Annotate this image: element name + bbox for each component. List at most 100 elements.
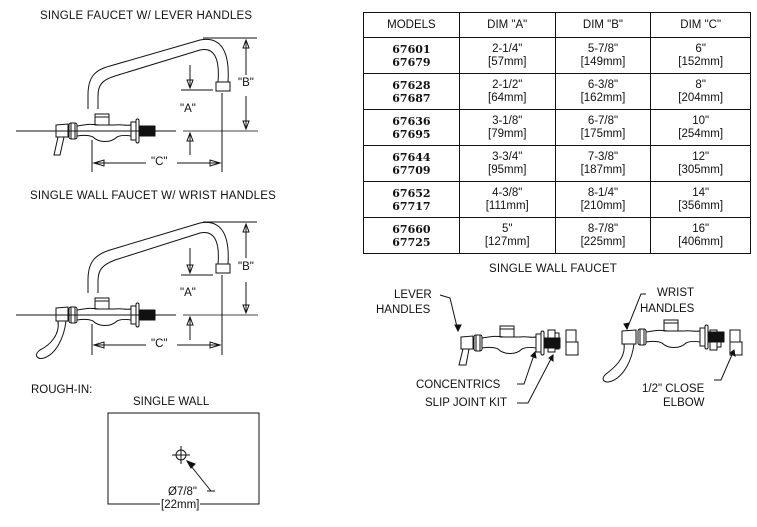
- cell-dim-c-line: [305mm]: [678, 163, 724, 176]
- dim-a-label: "A": [180, 287, 196, 299]
- cell-dim-b-line: 6-3/8": [587, 78, 619, 91]
- cell-dim-b-line: 8-7/8": [587, 222, 619, 235]
- cell-dim-a-line: [57mm]: [488, 55, 527, 68]
- cell-model-line: 67644: [392, 150, 431, 164]
- cell-dim-a: 3-1/8"[79mm]: [458, 109, 556, 146]
- dim-b-label: "B": [238, 261, 254, 273]
- cell-dim-c-line: 10": [692, 114, 710, 127]
- cell-dim-a-line: 2-1/2": [492, 78, 523, 91]
- cell-dim-b-line: [187mm]: [580, 163, 626, 176]
- exploded-title: SINGLE WALL FAUCET: [489, 263, 617, 275]
- wrist-handles-label-2: HANDLES: [640, 303, 695, 315]
- col-header-dim-b: DIM "B": [554, 12, 652, 38]
- cell-dim-b: 6-3/8"[162mm]: [554, 73, 652, 110]
- cell-dim-c-line: [356mm]: [678, 199, 724, 212]
- lever-handles-label-2: HANDLES: [376, 304, 431, 316]
- cell-dim-a-line: 2-1/4": [492, 42, 523, 55]
- cell-model-line: 67679: [392, 55, 431, 69]
- wrist-faucet-title: SINGLE WALL FAUCET W/ WRIST HANDLES: [30, 190, 276, 202]
- slip-joint-kit-label: SLIP JOINT KIT: [425, 397, 508, 409]
- cell-dim-c-line: 6": [695, 42, 706, 55]
- cell-dim-b-line: [210mm]: [580, 199, 626, 212]
- cell-dim-c-line: 16": [692, 222, 710, 235]
- col-header-dim-c: DIM "C": [650, 12, 751, 38]
- cell-dim-c: 14"[356mm]: [650, 181, 751, 218]
- cell-dim-b: 6-7/8"[175mm]: [554, 109, 652, 146]
- col-header-models: MODELS: [363, 12, 460, 38]
- cell-model-line: 67652: [392, 186, 431, 200]
- cell-dim-a-line: [127mm]: [484, 235, 530, 248]
- cell-dim-b-line: [149mm]: [580, 55, 626, 68]
- cell-model-line: 67725: [392, 235, 431, 249]
- cell-dim-c: 12"[305mm]: [650, 145, 751, 182]
- table-header-row: MODELS DIM "A" DIM "B" DIM "C": [363, 12, 751, 38]
- dim-c-label: "C": [151, 156, 168, 168]
- cell-dim-a-line: 3-3/4": [492, 150, 523, 163]
- cell-model-line: 67687: [392, 91, 431, 105]
- cell-dim-c-line: 8": [695, 78, 706, 91]
- cell-dim-b-line: 7-3/8": [587, 150, 619, 163]
- cell-model-line: 67660: [392, 222, 431, 236]
- cell-dim-a-line: [111mm]: [485, 199, 529, 212]
- cell-dim-a: 2-1/4"[57mm]: [458, 37, 556, 74]
- cell-dim-a: 3-3/4"[95mm]: [458, 145, 556, 182]
- cell-dim-c-line: 12": [692, 150, 710, 163]
- cell-dim-c-line: [406mm]: [678, 235, 724, 248]
- exploded-wrist-drawing: [602, 293, 743, 383]
- hole-size-mm-label: [22mm]: [160, 499, 201, 511]
- cell-dim-b-line: [225mm]: [580, 235, 626, 248]
- cell-dim-a-line: 4-3/8": [492, 186, 523, 199]
- cell-dim-b-line: 8-1/4": [587, 186, 619, 199]
- cell-dim-b: 7-3/8"[187mm]: [554, 145, 652, 182]
- cell-dim-c-line: 14": [692, 186, 710, 199]
- cell-dim-c-line: [152mm]: [678, 55, 724, 68]
- cell-dim-a-line: [95mm]: [488, 163, 527, 176]
- dim-a-label: "A": [180, 103, 196, 115]
- faucet-wrist-drawing: [16, 221, 258, 359]
- dim-c-label: "C": [151, 338, 168, 350]
- col-header-dim-a: DIM "A": [458, 12, 556, 38]
- cell-dim-a: 2-1/2"[64mm]: [458, 73, 556, 110]
- cell-dim-c-line: [204mm]: [678, 91, 724, 104]
- cell-dim-b-line: [175mm]: [580, 127, 626, 140]
- cell-dim-c: 16"[406mm]: [650, 217, 751, 254]
- cell-dim-c: 10"[254mm]: [650, 109, 751, 146]
- rough-in-title: SINGLE WALL: [133, 396, 210, 408]
- cell-dim-c-line: [254mm]: [678, 127, 724, 140]
- cell-dim-b: 5-7/8"[149mm]: [554, 37, 652, 74]
- dim-b-label: "B": [238, 77, 254, 89]
- cell-dim-a-line: [79mm]: [488, 127, 527, 140]
- cell-dim-c: 8"[204mm]: [650, 73, 751, 110]
- close-elbow-label-1: 1/2" CLOSE: [642, 383, 705, 395]
- cell-model-line: 67601: [392, 42, 431, 56]
- cell-dim-c: 6"[152mm]: [650, 37, 751, 74]
- cell-dim-b-line: 6-7/8": [587, 114, 619, 127]
- cell-dim-a-line: 3-1/8": [492, 114, 523, 127]
- wrist-handles-label-1: WRIST: [657, 287, 695, 299]
- rough-in-label: ROUGH-IN:: [31, 384, 93, 396]
- cell-dim-b: 8-7/8"[225mm]: [554, 217, 652, 254]
- cell-model-line: 67636: [392, 114, 431, 128]
- cell-dim-a: 4-3/8"[111mm]: [458, 181, 556, 218]
- cell-dim-b: 8-1/4"[210mm]: [554, 181, 652, 218]
- cell-model-line: 67628: [392, 78, 431, 92]
- cell-dim-a-line: 5": [501, 222, 513, 235]
- cell-dim-a-line: [64mm]: [488, 91, 527, 104]
- lever-faucet-title: SINGLE FAUCET W/ LEVER HANDLES: [40, 10, 253, 22]
- faucet-lever-drawing: [16, 37, 258, 172]
- cell-model-line: 67695: [392, 127, 431, 141]
